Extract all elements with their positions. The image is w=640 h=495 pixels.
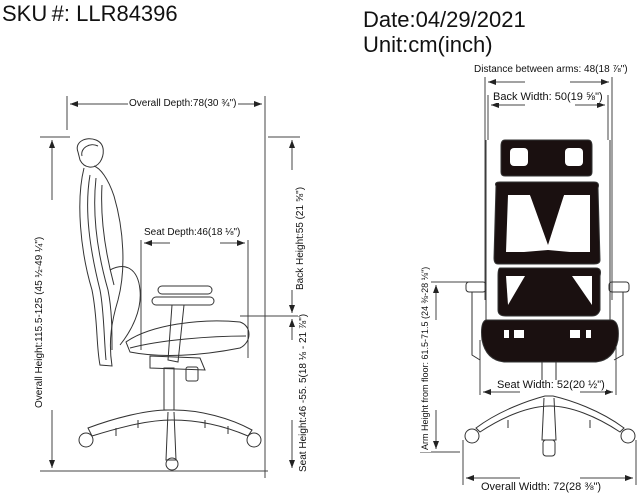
overall-height-label: Overall Height:115.5-125 (45 ½-49 ¼") [34, 234, 45, 410]
chair-front-illustration [481, 139, 619, 363]
chair-side-illustration [76, 138, 262, 471]
unit-label: Unit:cm(inch) [363, 32, 493, 57]
distance-between-arms-label: Distance between arms: 48(18 ⅞") [473, 64, 629, 75]
arm-height-label: Arm Height from floor: 61.5-71.5 (24 ⅜-2… [420, 264, 431, 452]
front-view-dimensions [420, 77, 637, 485]
chair-front-frame [464, 140, 636, 457]
seat-width-label: Seat Width: 52(20 ½") [496, 379, 606, 391]
overall-depth-label: Overall Depth:78(30 ¾") [128, 98, 238, 109]
date-label: Date:04/29/2021 [363, 7, 526, 32]
seat-depth-label: Seat Depth:46(18 ⅛") [143, 227, 242, 238]
sku-label: SKU #: LLR84396 [2, 1, 178, 26]
back-width-label: Back Width: 50(19 ⅝") [492, 91, 604, 103]
back-height-label: Back Height:55 (21 ⅝") [295, 184, 306, 292]
side-view-dimensions [40, 96, 300, 478]
seat-height-label: Seat Height:46 -55. 5(18 ⅛ - 21 ⅞") [298, 311, 309, 474]
overall-width-label: Overall Width: 72(28 ⅜") [480, 481, 603, 493]
